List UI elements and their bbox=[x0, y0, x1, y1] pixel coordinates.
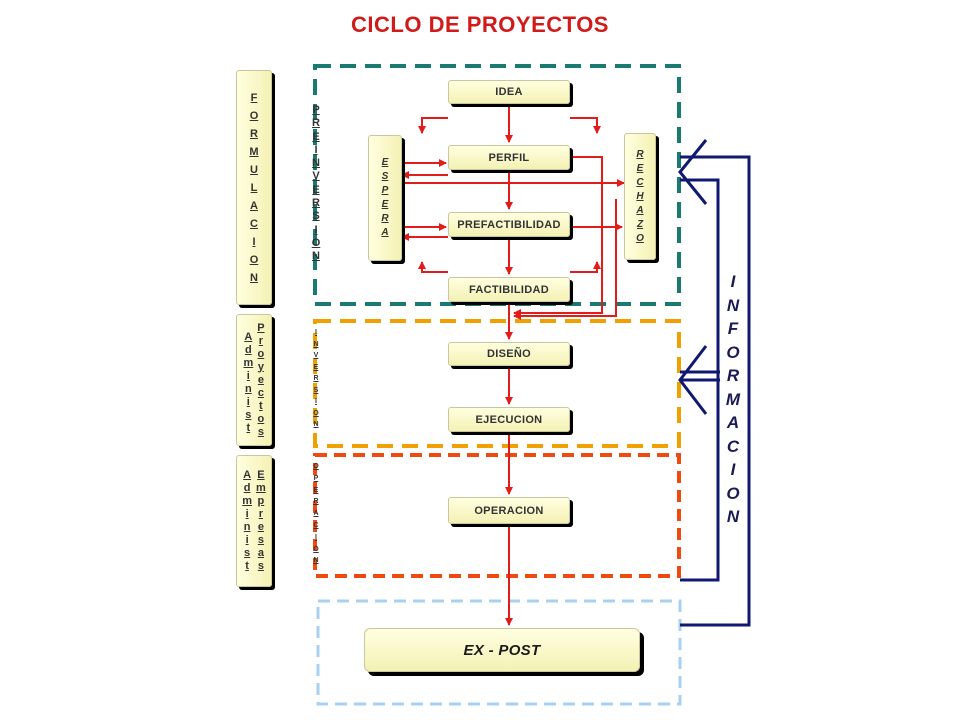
stage-prefactibilidad: PREFACTIBILIDAD bbox=[448, 212, 570, 237]
stage-operacion: OPERACION bbox=[448, 497, 570, 524]
operacion-phase-label: O P E R A C I O N bbox=[313, 463, 319, 565]
operacion-zone bbox=[313, 453, 681, 578]
rechazo-box: R E C H A Z O bbox=[624, 133, 656, 260]
formulacion-label: F O R M U L A C I O N bbox=[249, 91, 259, 284]
page-title: CICLO DE PROYECTOS bbox=[351, 12, 609, 37]
espera-box: E S P E R A bbox=[368, 135, 402, 261]
stage-perfil: PERFIL bbox=[448, 145, 570, 170]
stage-diseno: DISEÑO bbox=[448, 342, 570, 366]
arrow-idea-espera bbox=[418, 117, 448, 134]
informacion-label: I N F O R M A C I O N bbox=[725, 272, 741, 526]
espera-label: E S P E R A bbox=[381, 157, 389, 238]
arrow-perfil-down bbox=[513, 156, 603, 317]
arrow-idea-rechazo bbox=[570, 117, 601, 134]
expost-zone bbox=[316, 599, 682, 706]
preinversion-zone bbox=[313, 64, 681, 306]
admin-empresas-bar: A d m i n i s t E m p r e s a s bbox=[236, 455, 272, 587]
admin-empresas-a-label: A d m i n i s t bbox=[242, 469, 252, 572]
arrow-fact-espera bbox=[418, 261, 448, 273]
formulacion-bar: F O R M U L A C I O N bbox=[236, 70, 272, 305]
stage-idea: IDEA bbox=[448, 80, 570, 104]
inversion-zone bbox=[313, 319, 681, 448]
admin-proyectos-a-label: A d m i n i s t bbox=[243, 330, 254, 434]
stage-factibilidad: FACTIBILIDAD bbox=[448, 277, 570, 302]
red-flow-arrows bbox=[401, 104, 625, 626]
stage-ejecucion: EJECUCION bbox=[448, 407, 570, 432]
admin-proyectos-b-label: P r o y e c t o s bbox=[257, 321, 265, 438]
admin-empresas-b-label: E m p r e s a s bbox=[256, 469, 266, 572]
preinversion-label: P R E I N V E R S I O N bbox=[311, 104, 321, 263]
admin-proyectos-bar: A d m i n i s t P r o y e c t o s bbox=[236, 314, 272, 446]
arrow-rechazo-down bbox=[513, 199, 617, 320]
rechazo-label: R E C H A Z O bbox=[636, 148, 644, 244]
arrow-fact-rechazo bbox=[570, 261, 601, 273]
informacion-feedback-lines bbox=[678, 139, 751, 627]
stage-ex-post: EX - POST bbox=[364, 628, 640, 672]
inversion-label: I N V E R S I O N bbox=[313, 329, 319, 428]
